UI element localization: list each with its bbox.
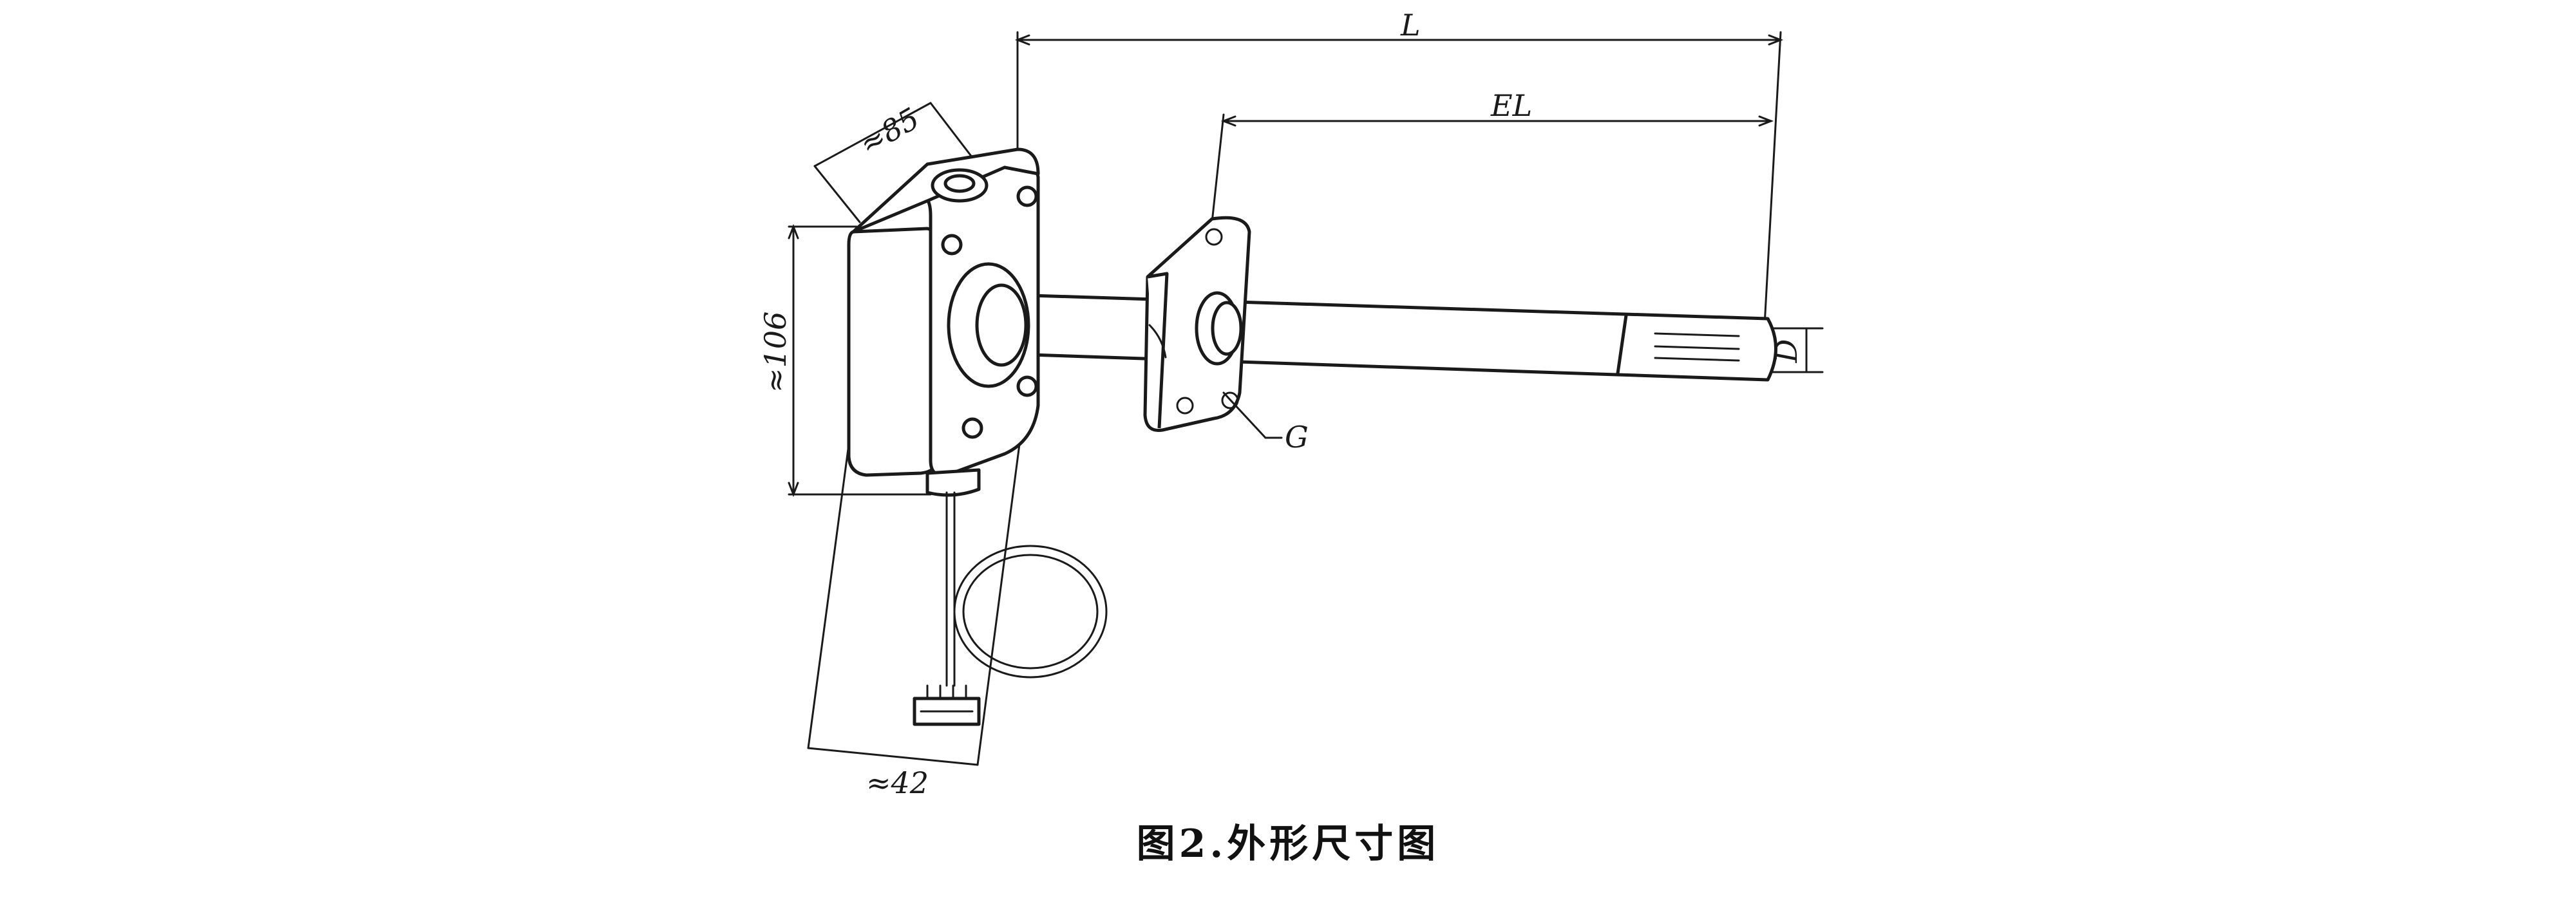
cable-connector	[913, 684, 981, 726]
dim-line-106	[788, 223, 932, 498]
figure-caption: 图2.外形尺寸图	[1136, 821, 1440, 867]
sensor-tip-vents	[1654, 332, 1740, 362]
probe-tube	[1009, 293, 1777, 382]
housing	[847, 147, 1040, 497]
dim-label-L: L	[1400, 8, 1421, 42]
mounting-flange	[1143, 216, 1251, 433]
dim-label-85: ≈85	[853, 100, 925, 162]
dim-label-EL: EL	[1490, 88, 1532, 123]
flange-leader	[1222, 391, 1283, 439]
dim-label-42: ≈42	[866, 765, 929, 800]
flange-label-G: G	[1285, 420, 1309, 455]
cable	[945, 491, 1108, 687]
dim-label-106: ≈106	[758, 312, 793, 393]
dim-line-L	[1014, 31, 1784, 326]
dim-line-EL	[1211, 113, 1774, 223]
